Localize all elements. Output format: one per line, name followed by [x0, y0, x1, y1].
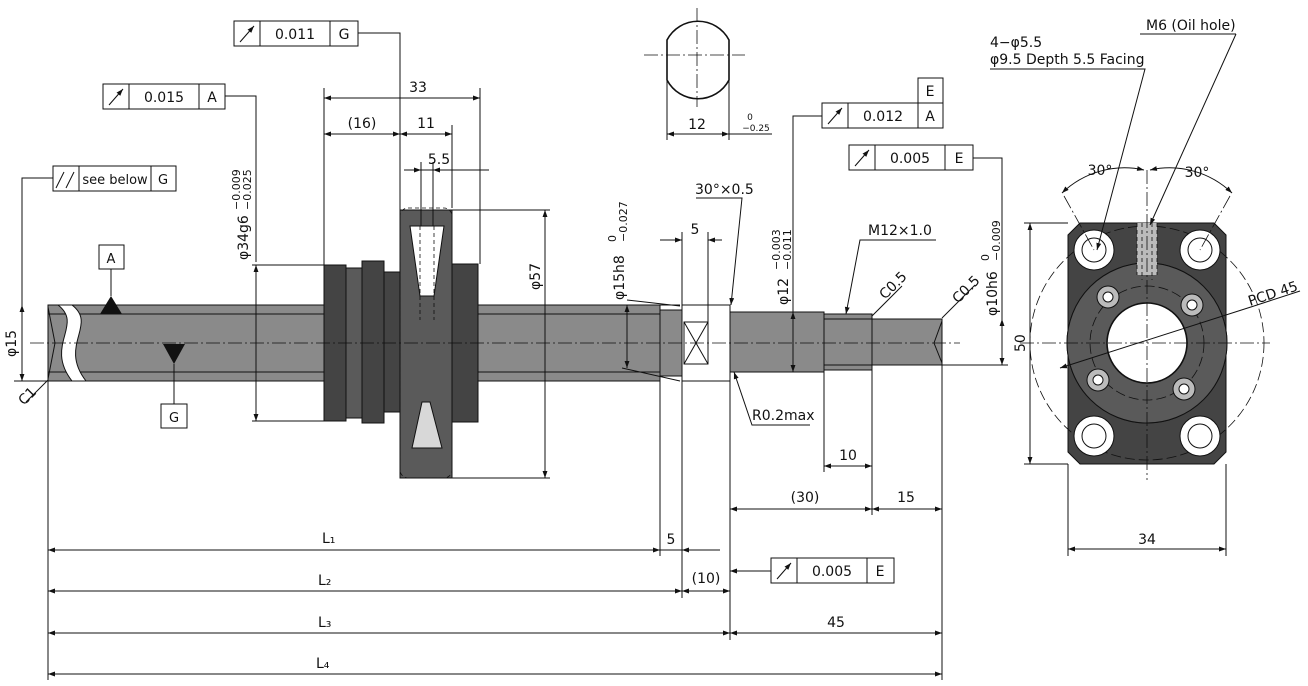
svg-text:45: 45	[827, 615, 845, 631]
svg-text:R0.2max: R0.2max	[752, 408, 815, 424]
svg-text:30°: 30°	[1088, 163, 1113, 179]
datum-a: A	[98, 244, 125, 314]
tolerance-frame-5: 0.005 E	[848, 144, 1003, 319]
svg-text:M6 (Oil hole): M6 (Oil hole)	[1146, 18, 1236, 34]
shaft-end-dimensions: φ15h8 0 −0.027 5 30°×0.5 φ12 −0.003 −0.0…	[606, 182, 1008, 680]
tolerance-frame-6: 0.005 E	[730, 557, 895, 584]
svg-text:A: A	[207, 90, 217, 106]
svg-text:L₁: L₁	[322, 531, 335, 547]
svg-text:φ10h6: φ10h6	[985, 271, 1001, 316]
svg-text:−0.009: −0.009	[990, 220, 1003, 261]
svg-text:−0.003: −0.003	[770, 229, 783, 270]
svg-text:0.015: 0.015	[144, 90, 184, 106]
svg-text:12: 12	[688, 117, 706, 133]
svg-text:C1: C1	[16, 384, 41, 409]
svg-text:30°×0.5: 30°×0.5	[695, 182, 754, 198]
svg-text:M12×1.0: M12×1.0	[868, 223, 932, 239]
svg-text:φ15h8: φ15h8	[612, 255, 628, 300]
svg-text:φ15: φ15	[4, 330, 20, 357]
svg-text:(10): (10)	[692, 571, 721, 587]
svg-text:E: E	[876, 564, 885, 580]
svg-text:PCD 45: PCD 45	[1246, 279, 1300, 310]
svg-text:(16): (16)	[348, 116, 377, 132]
svg-text:15: 15	[897, 490, 915, 506]
svg-text:30°: 30°	[1185, 165, 1210, 181]
tolerance-frame-4: E 0.012 A	[792, 77, 944, 312]
svg-text:G: G	[169, 411, 179, 426]
svg-text:0.011: 0.011	[275, 27, 315, 43]
thread-m12	[823, 313, 873, 371]
svg-text:see below: see below	[82, 173, 148, 188]
svg-text:4−φ5.5: 4−φ5.5	[990, 35, 1042, 51]
svg-text:33: 33	[409, 80, 427, 96]
svg-text:C0.5: C0.5	[950, 273, 984, 307]
svg-text:φ12: φ12	[776, 278, 792, 305]
svg-text:−0.25: −0.25	[742, 124, 770, 134]
return-holes	[1086, 285, 1204, 401]
svg-text:0: 0	[979, 254, 992, 261]
svg-text:34: 34	[1138, 532, 1156, 548]
svg-text:−0.011: −0.011	[781, 229, 794, 270]
svg-text:0.012: 0.012	[863, 109, 903, 125]
svg-text:0: 0	[606, 235, 619, 242]
svg-text:L₄: L₄	[316, 656, 330, 672]
svg-text:φ9.5 Depth 5.5 Facing: φ9.5 Depth 5.5 Facing	[990, 52, 1144, 68]
tolerance-frame-2: 0.015 A	[102, 83, 257, 262]
flange-end-view: 30° 30° 4−φ5.5 φ9.5 Depth 5.5 Facing M6 …	[990, 18, 1301, 556]
svg-text:A: A	[107, 252, 116, 267]
svg-text:50: 50	[1013, 334, 1029, 352]
tolerance-frame-1: 0.011 G	[233, 20, 401, 210]
length-dimensions: L₁ 5 L₂ (10) L₃ 45 L₄	[47, 376, 942, 680]
flat-section-view: 12 0 −0.25	[644, 8, 772, 140]
svg-text:L₃: L₃	[318, 615, 331, 631]
svg-text:L₂: L₂	[318, 573, 331, 589]
svg-text:−0.025: −0.025	[241, 169, 254, 210]
datum-g: G	[160, 344, 188, 429]
svg-text:11: 11	[417, 116, 435, 132]
svg-text:−0.009: −0.009	[230, 169, 243, 210]
tolerance-frame-3: see below G	[21, 165, 177, 305]
svg-text:E: E	[926, 84, 935, 100]
shaft-view	[30, 207, 960, 479]
svg-text:E: E	[955, 151, 964, 167]
svg-text:G: G	[158, 173, 168, 188]
svg-text:5: 5	[691, 222, 700, 238]
svg-text:5.5: 5.5	[428, 152, 450, 168]
svg-text:(30): (30)	[791, 490, 820, 506]
svg-text:φ34g6: φ34g6	[236, 215, 252, 260]
svg-text:G: G	[339, 27, 350, 43]
svg-text:A: A	[925, 109, 935, 125]
svg-text:φ57: φ57	[528, 263, 544, 290]
svg-text:10: 10	[839, 448, 857, 464]
svg-text:0: 0	[747, 113, 753, 123]
end-journal	[871, 318, 943, 366]
svg-text:5: 5	[667, 532, 676, 548]
svg-text:0.005: 0.005	[890, 151, 930, 167]
svg-text:−0.027: −0.027	[617, 201, 630, 242]
svg-text:C0.5: C0.5	[877, 269, 911, 303]
svg-text:0.005: 0.005	[812, 564, 852, 580]
top-dimensions: 33 (16) 11 5.5 φ34g6 −0.009 −0.025 φ57 φ…	[4, 80, 550, 479]
